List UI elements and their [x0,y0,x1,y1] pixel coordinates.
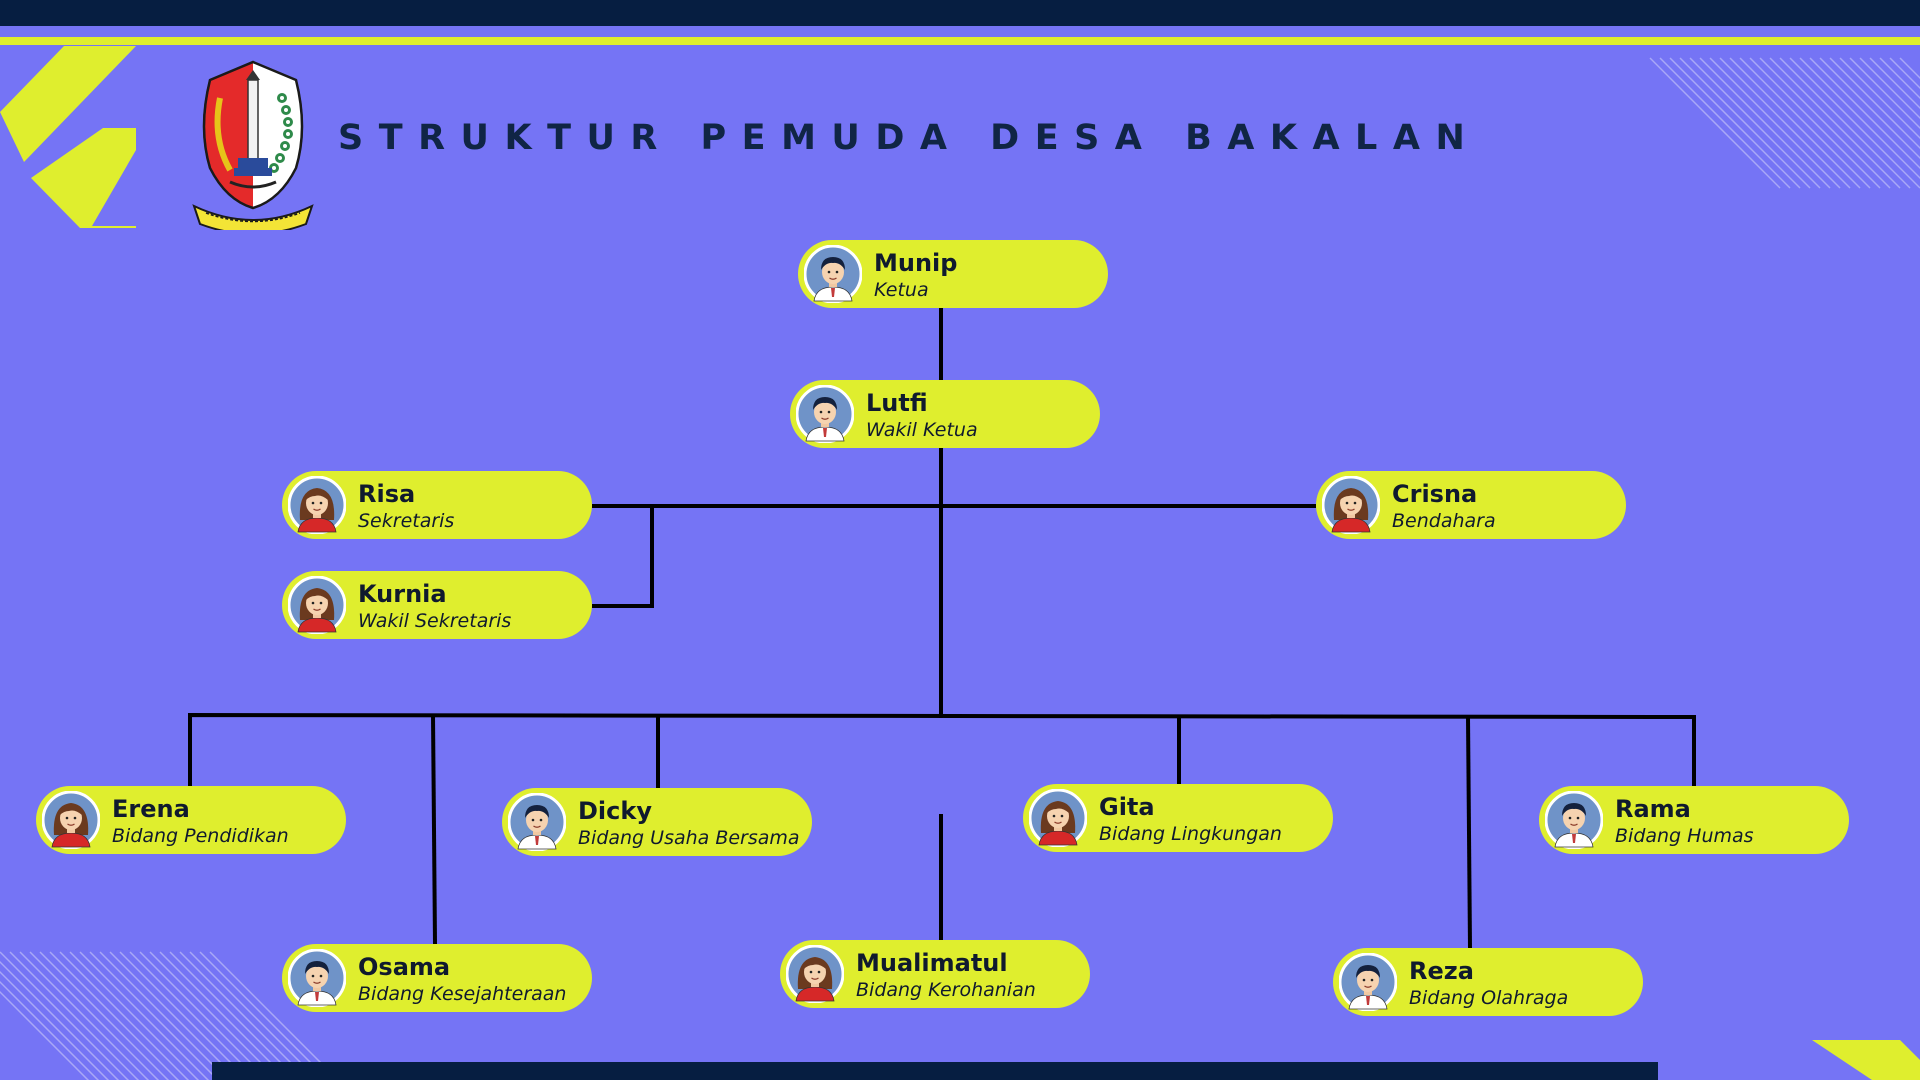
member-name: Munip [874,249,958,277]
male-avatar-icon [796,385,854,443]
member-role: Ketua [874,279,929,301]
member-name: Crisna [1392,480,1478,508]
member-name: Erena [112,795,190,823]
member-name: Osama [358,953,451,981]
member-role: Bendahara [1392,510,1496,532]
male-avatar-icon [804,245,862,303]
member-role: Wakil Sekretaris [358,610,512,632]
member-role: Bidang Kerohanian [856,979,1036,1001]
member-role: Wakil Ketua [866,419,978,441]
connector-risa-kurnia [592,506,654,608]
female-avatar-icon [42,791,100,849]
member-name: Dicky [578,797,652,825]
member-role: Bidang Kesejahteraan [358,983,567,1005]
female-avatar-icon [1029,789,1087,847]
female-avatar-icon [288,576,346,634]
member-name: Risa [358,480,416,508]
member-name: Mualimatul [856,949,1008,977]
member-name: Lutfi [866,389,928,417]
member-name: Rama [1615,795,1691,823]
member-role: Sekretaris [358,510,455,532]
connector-reza [1466,716,1472,949]
member-role: Bidang Olahraga [1409,987,1569,1009]
female-avatar-icon [1322,476,1380,534]
female-avatar-icon [288,476,346,534]
member-role: Bidang Humas [1615,825,1754,847]
male-avatar-icon [1339,953,1397,1011]
top-bar [0,0,1920,26]
member-role: Bidang Lingkungan [1099,823,1282,845]
member-name: Gita [1099,793,1155,821]
member-name: Reza [1409,957,1474,985]
connector-bidang-bus [188,712,1696,786]
member-role: Bidang Pendidikan [112,825,289,847]
page-title: STRUKTUR PEMUDA DESA BAKALAN [338,118,1481,158]
female-avatar-icon [786,945,844,1003]
male-avatar-icon [288,949,346,1007]
member-role: Bidang Usaha Bersama [578,827,800,849]
bottom-bar [212,1062,1658,1080]
connector-osama [431,714,437,945]
member-name: Kurnia [358,580,447,608]
male-avatar-icon [1545,791,1603,849]
top-accent-line [0,37,1920,45]
male-avatar-icon [508,793,566,851]
